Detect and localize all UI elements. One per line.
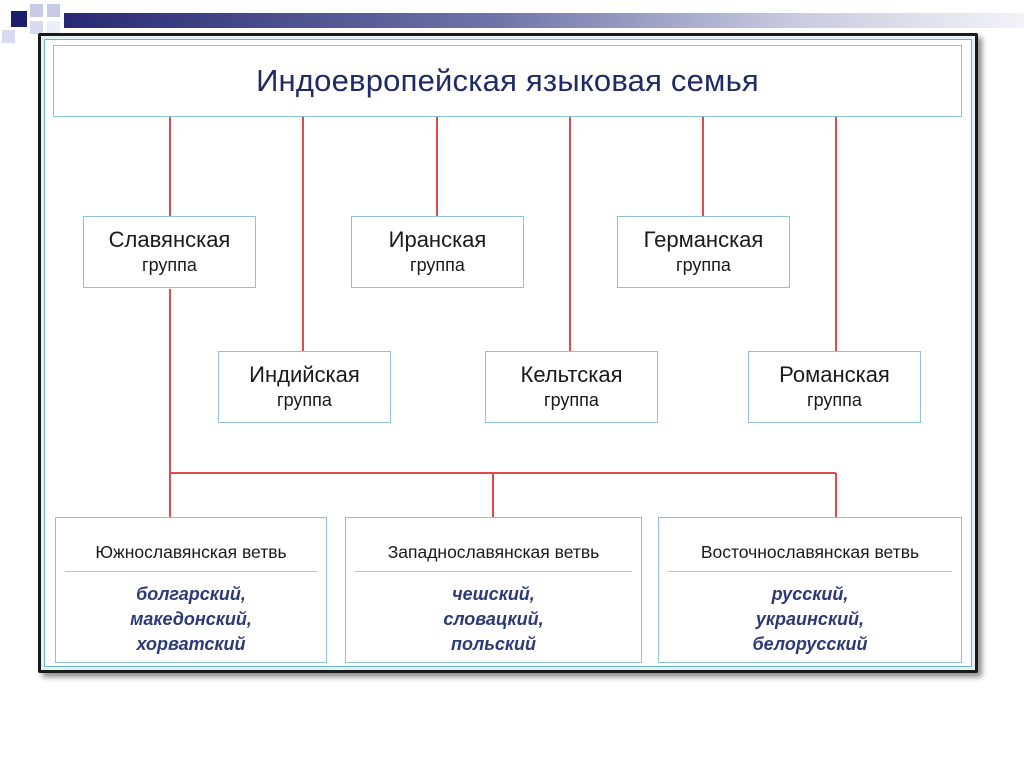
branch-name: Западнославянская ветвь	[387, 542, 600, 562]
branch-divider	[65, 571, 317, 572]
group-name: Иранская	[388, 227, 487, 252]
header-decoration-square	[47, 4, 60, 17]
branch-divider	[355, 571, 632, 572]
group-label: группа	[142, 255, 197, 275]
branch-name: Восточнославянская ветвь	[700, 542, 920, 562]
family-title: Индоевропейская языковая семья	[256, 63, 759, 98]
group-box-celtic: Кельтская группа	[485, 351, 658, 423]
group-label: группа	[544, 390, 599, 410]
group-box-slavic: Славянская группа	[83, 216, 256, 288]
group-name: Кельтская	[520, 362, 623, 387]
group-name: Славянская	[108, 227, 231, 252]
group-box-iranian: Иранская группа	[351, 216, 524, 288]
branch-box-west-slavic: Западнославянская ветвь чешский, словацк…	[345, 517, 642, 663]
branch-box-east-slavic: Восточнославянская ветвь русский, украин…	[658, 517, 962, 663]
language-item: чешский,	[452, 584, 535, 604]
family-title-box: Индоевропейская языковая семья	[53, 45, 962, 117]
header-decoration-square	[47, 21, 60, 34]
header-decoration-square	[11, 11, 27, 27]
group-name: Романская	[779, 362, 890, 387]
branch-box-south-slavic: Южнославянская ветвь болгарский, македон…	[55, 517, 327, 663]
group-label: группа	[676, 255, 731, 275]
language-item: русский,	[771, 584, 849, 604]
branch-name: Южнославянская ветвь	[95, 542, 287, 562]
group-name: Германская	[643, 227, 764, 252]
header-decoration-square	[30, 21, 43, 34]
group-label: группа	[807, 390, 862, 410]
group-label: группа	[277, 390, 332, 410]
branch-divider	[668, 571, 952, 572]
language-item: польский	[451, 634, 536, 654]
language-item: украинский,	[755, 609, 865, 629]
header-decoration-square	[30, 4, 43, 17]
language-item: хорватский	[136, 634, 246, 654]
group-name: Индийская	[249, 362, 360, 387]
language-item: словацкий,	[443, 609, 544, 629]
language-item: македонский,	[130, 609, 252, 629]
group-box-germanic: Германская группа	[617, 216, 790, 288]
group-box-romance: Романская группа	[748, 351, 921, 423]
header-decoration-bar	[64, 13, 1024, 28]
language-item: белорусский	[752, 634, 868, 654]
header-decoration-square	[2, 30, 15, 43]
group-label: группа	[410, 255, 465, 275]
language-item: болгарский,	[136, 584, 246, 604]
group-box-indian: Индийская группа	[218, 351, 391, 423]
